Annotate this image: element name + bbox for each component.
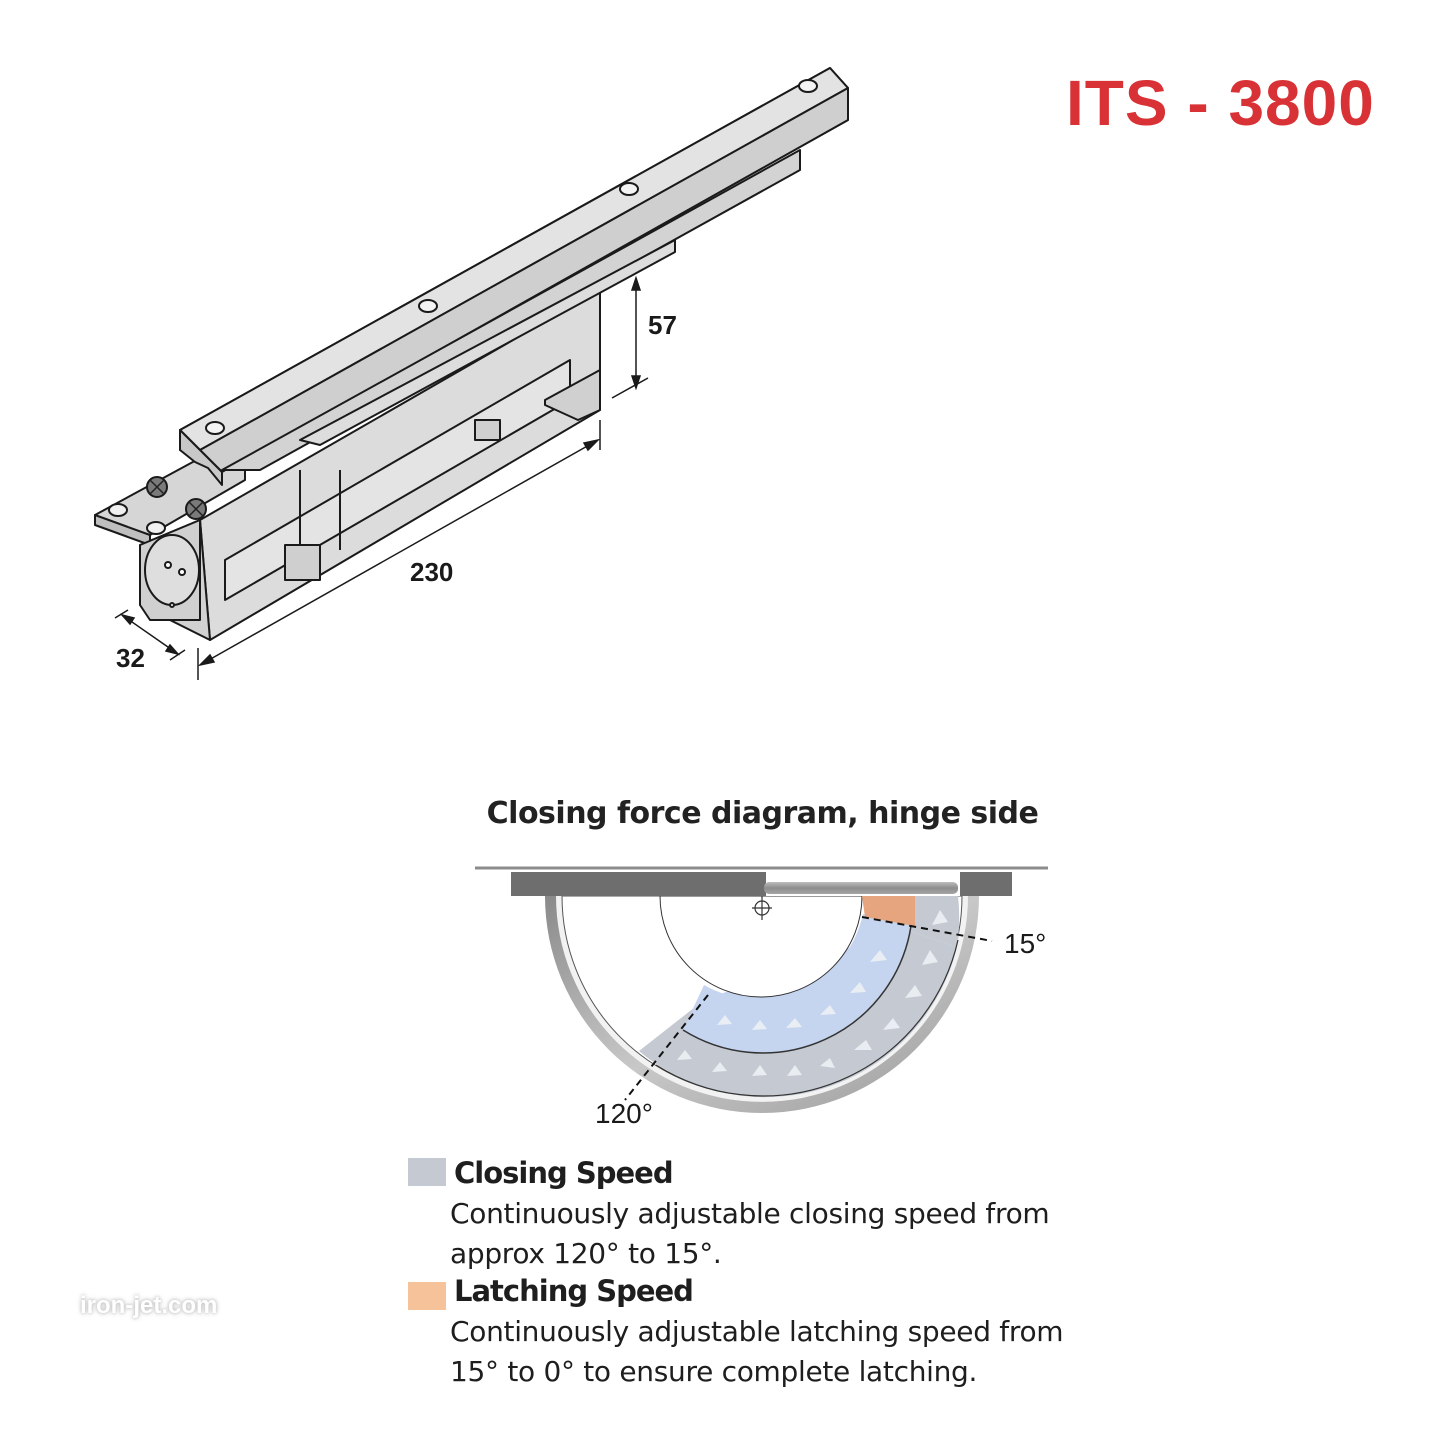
latching-speed-swatch <box>408 1282 446 1310</box>
closing-speed-label: Closing Speed <box>454 1156 674 1190</box>
product-title: ITS - 3800 <box>1066 67 1375 139</box>
angle-label-15: 15° <box>1004 928 1047 959</box>
dimension-height-label: 57 <box>648 310 677 340</box>
angle-label-120: 120° <box>595 1098 653 1129</box>
latching-speed-label: Latching Speed <box>454 1274 694 1308</box>
dimension-length-label: 230 <box>410 557 454 587</box>
door-closer-drawing <box>94 67 849 680</box>
dimension-width-label: 32 <box>116 643 145 673</box>
closing-speed-desc-line1: Continuously adjustable closing speed fr… <box>450 1197 1050 1230</box>
watermark: iron-jet.com <box>80 1292 218 1319</box>
closing-speed-desc-line2: approx 120° to 15°. <box>450 1237 722 1270</box>
latching-speed-desc-line1: Continuously adjustable latching speed f… <box>450 1315 1064 1348</box>
latching-speed-desc-line2: 15° to 0° to ensure complete latching. <box>450 1355 978 1388</box>
closing-speed-swatch <box>408 1158 446 1186</box>
diagram-title: Closing force diagram, hinge side <box>486 796 1039 831</box>
